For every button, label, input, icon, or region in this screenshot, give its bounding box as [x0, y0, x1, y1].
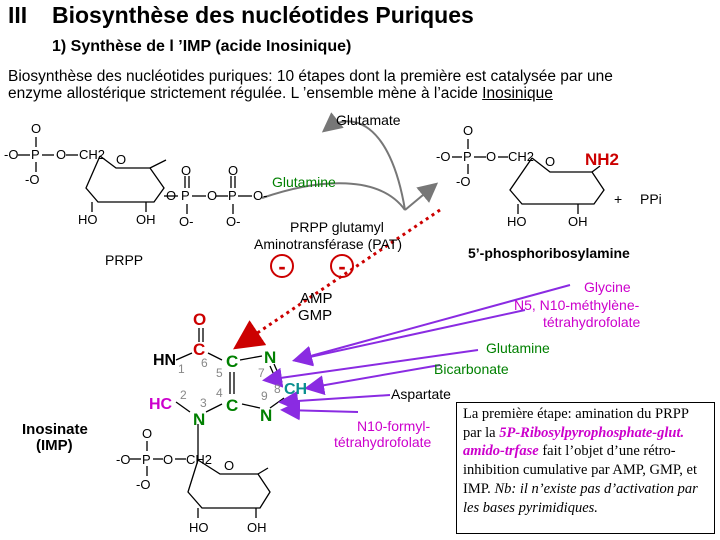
imp-ch2: CH2 [186, 452, 213, 467]
pra-ho: HO [507, 214, 527, 229]
pra-o-top: O [463, 123, 474, 138]
imp-c8: CH [284, 381, 308, 398]
enzyme-name-line2: Aminotransférase (PAT) [254, 236, 403, 252]
amp-label: AMP [300, 290, 333, 307]
inosinate-line2: (IMP) [36, 437, 73, 454]
prpp-p3: P [228, 188, 237, 203]
prpp-ring-o: O [116, 152, 127, 167]
glutamine-label-top: Glutamine [272, 174, 336, 190]
formyl-thf-line2: tétrahydrofolate [334, 434, 432, 450]
imp-c4: C [226, 396, 239, 415]
imp-c6: C [193, 340, 206, 359]
imp-o-top: O [142, 426, 153, 441]
prpp-o-minus-left: -O [4, 147, 19, 162]
imp-o-minus-left: -O [116, 452, 131, 467]
note-text-2: fait l’objet d’une rétro-inhibition cumu… [463, 443, 698, 497]
prpp-o-minus-end: O- [253, 188, 268, 203]
pra-p: P [463, 149, 472, 164]
imp-o-minus-bottom: -O [136, 477, 151, 492]
prpp-o-bridge2: O [166, 188, 177, 203]
note-enzyme-name: 5P-Ribosylpyrophosphate-glut. amido-trfa… [463, 424, 685, 460]
prpp-oh: OH [136, 212, 156, 227]
imp-pos-4: 4 [216, 386, 223, 400]
methylene-thf-line1: N5, N10-méthylène- [514, 297, 640, 313]
subtitle: 1) Synthèse de l ’IMP (acide Inosinique) [52, 38, 352, 55]
note-text-1: La première étape: amination du PRPP par… [463, 406, 689, 441]
pra-o-minus-left: -O [436, 149, 451, 164]
prpp-o-minus-bottom: -O [25, 172, 40, 187]
prpp-label: PRPP [105, 252, 144, 268]
imp-p: P [142, 452, 151, 467]
imp-pos-8: 8 [274, 382, 281, 396]
inosinate-line1: Inosinate [22, 421, 88, 438]
imp-n3: N [193, 410, 206, 429]
imp-o-bridge: O [163, 452, 174, 467]
prpp-o-bridge3: O [207, 188, 218, 203]
imp-oh: OH [247, 520, 267, 535]
enzyme-name-line1: PRPP glutamyl [290, 219, 384, 235]
prpp-ho: HO [78, 212, 98, 227]
pra-o-bridge: O [486, 149, 497, 164]
pra-ch2: CH2 [508, 149, 535, 164]
prpp-o-top: O [31, 121, 42, 136]
section-number: III [8, 2, 28, 28]
imp-n1: HN [153, 352, 177, 369]
intro-line-1: Biosynthèse des nucléotides puriques: 10… [8, 68, 613, 85]
prpp-p3-o-minus: O- [226, 214, 241, 229]
prpp-p1: P [31, 147, 40, 162]
prpp-p3-o: O [228, 163, 239, 178]
imp-ho: HO [189, 520, 209, 535]
imp-pos-7: 7 [258, 366, 265, 380]
intro-inosinique: Inosinique [482, 85, 553, 102]
imp-n7: N [264, 348, 277, 367]
prpp-p2-o-minus: O- [179, 214, 194, 229]
plus-sign: + [614, 191, 623, 207]
glycine-label: Glycine [584, 279, 631, 295]
formyl-thf-line1: N10-formyl- [357, 418, 431, 434]
prpp-ch2: CH2 [79, 147, 106, 162]
pra-oh: OH [568, 214, 588, 229]
imp-pos-6: 6 [201, 356, 208, 370]
nh2-label: NH2 [585, 150, 620, 169]
imp-pos-2: 2 [180, 388, 187, 402]
imp-n9: N [260, 406, 273, 425]
pra-ring-o: O [545, 154, 556, 169]
imp-pos-9: 9 [261, 389, 268, 403]
imp-c6-oxygen: O [193, 310, 207, 329]
prpp-p2: P [181, 188, 190, 203]
intro-line-2-text: enzyme allostérique strictement régulée.… [8, 85, 483, 102]
bicarbonate-label: Bicarbonate [434, 361, 509, 377]
intro-line-2: enzyme allostérique strictement régulée.… [8, 85, 553, 102]
glutamate-label: Glutamate [336, 112, 401, 128]
ppi-label: PPi [640, 191, 662, 207]
methylene-thf-line2: tétrahydrofolate [543, 314, 641, 330]
imp-ring-o: O [224, 458, 235, 473]
glutamine-label-right: Glutamine [486, 340, 550, 356]
prpp-o-bridge1: O [56, 147, 67, 162]
imp-pos-1: 1 [178, 362, 185, 376]
ribosylamine-label: 5’-phosphoribosylamine [468, 245, 630, 261]
imp-c2: HC [149, 396, 173, 413]
note-box: La première étape: amination du PRPP par… [456, 402, 715, 534]
page-title: Biosynthèse des nucléotides Puriques [52, 2, 474, 28]
imp-pos-5: 5 [216, 366, 223, 380]
gmp-label: GMP [298, 307, 333, 324]
prpp-p2-o: O [181, 163, 192, 178]
pra-o-minus-bottom: -O [456, 174, 471, 189]
note-nb: Nb: il n’existe pas d’activation par les… [463, 480, 698, 516]
aspartate-label: Aspartate [391, 386, 451, 402]
inhibition-sign-2: - [330, 254, 354, 278]
inhibition-sign-1: - [270, 254, 294, 278]
imp-pos-3: 3 [200, 396, 207, 410]
imp-c5: C [226, 352, 239, 371]
